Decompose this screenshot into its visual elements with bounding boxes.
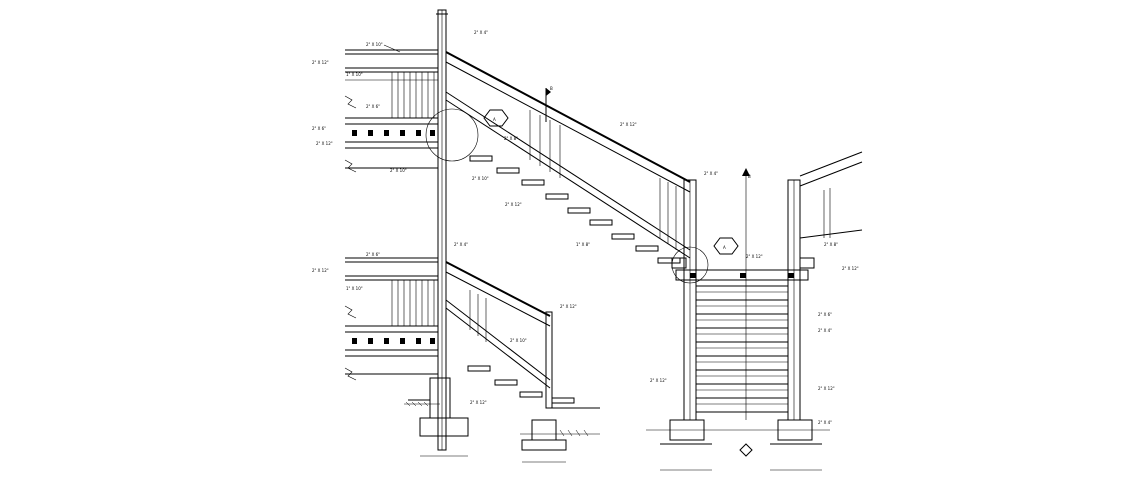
section-marker-2: B [748, 174, 751, 179]
annotation-notes: 2" X 10" 2" X 12" 1" X 10" 2" X 6" 2" X … [312, 30, 859, 425]
note-left-8: 2" X 6" [366, 252, 380, 257]
note-right-5: 2" X 6" [818, 312, 832, 317]
lower-landing [344, 257, 438, 381]
note-left-2: 2" X 12" [312, 60, 329, 65]
upper-landing [344, 49, 438, 173]
section-marker-1: B [550, 86, 553, 91]
detail-circle-upper [425, 108, 479, 162]
note-right-2: 2" X 12" [746, 254, 763, 259]
note-center-5: 2" X 12" [505, 202, 522, 207]
lower-stair-run [445, 261, 600, 409]
note-center-9: 2" X 10" [510, 338, 527, 343]
upper-stair-run [425, 51, 709, 284]
detail-tag-label-2: A [723, 245, 726, 250]
detail-tag-left [483, 109, 509, 127]
right-stair-section [646, 151, 863, 471]
note-right-9: 2" X 12" [650, 378, 667, 383]
note-center-3: 2" X 8" [504, 136, 518, 141]
detail-tag-right [713, 237, 739, 255]
note-right-4: 2" X 12" [842, 266, 859, 271]
note-left-4: 2" X 6" [366, 104, 380, 109]
note-center-8: 2" X 12" [560, 304, 577, 309]
detail-tag-label-1: A [493, 117, 496, 122]
note-left-3: 1" X 10" [346, 72, 363, 77]
note-center-2: 2" X 12" [620, 122, 637, 127]
note-left-5: 2" X 6" [312, 126, 326, 131]
note-left-10: 1" X 10" [346, 286, 363, 291]
left-footings [404, 377, 600, 463]
note-center-1: 2" X 4" [474, 30, 488, 35]
note-left-1: 2" X 10" [366, 42, 383, 47]
note-center-6: 2" X 4" [454, 242, 468, 247]
note-center-10: 2" X 12" [470, 400, 487, 405]
note-right-6: 2" X 4" [818, 328, 832, 333]
note-left-7: 2" X 10" [390, 168, 407, 173]
note-right-8: 2" X 4" [818, 420, 832, 425]
note-center-4: 2" X 10" [472, 176, 489, 181]
left-stair-elevation [344, 9, 709, 463]
note-right-3: 2" X 8" [824, 242, 838, 247]
note-right-1: 2" X 4" [704, 171, 718, 176]
note-right-7: 2" X 12" [818, 386, 835, 391]
note-center-7: 1" X 8" [576, 242, 590, 247]
note-left-6: 2" X 12" [316, 141, 333, 146]
note-left-9: 2" X 12" [312, 268, 329, 273]
